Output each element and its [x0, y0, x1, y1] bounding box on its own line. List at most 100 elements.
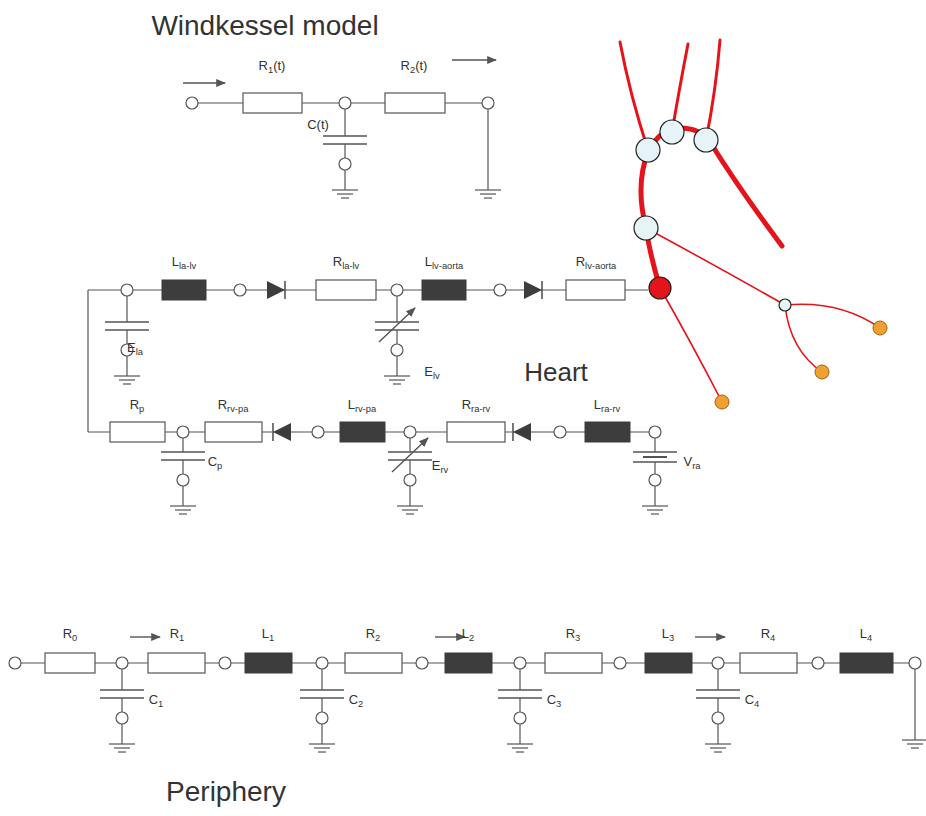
terminal: [391, 344, 403, 356]
component-label: C2: [349, 693, 364, 706]
terminal: [316, 657, 328, 669]
artery: [646, 228, 785, 305]
component-label: Rrv-pa: [218, 398, 249, 411]
inductor-symbol: [585, 422, 630, 442]
component-label: Llv-aorta: [425, 255, 463, 268]
junction-node: [634, 216, 658, 240]
component-label: Rra-rv: [462, 398, 491, 411]
component-label: Vra: [684, 455, 701, 468]
terminal: [649, 474, 661, 486]
resistor-symbol: [148, 653, 205, 673]
resistor-symbol: [447, 422, 505, 442]
ground-symbol: [118, 751, 126, 752]
component-label: Lla-lv: [172, 255, 196, 268]
resistor-symbol: [243, 93, 302, 113]
component-label: Erv: [432, 459, 448, 472]
terminal: [121, 284, 133, 296]
component-label: L2: [462, 627, 474, 640]
capacitor-symbol: [182, 438, 183, 452]
ground-symbol: [114, 747, 130, 748]
junction-node: [779, 299, 791, 311]
ground-symbol: [337, 193, 353, 194]
terminal: [219, 657, 231, 669]
diode-symbol: [273, 423, 291, 441]
ground-symbol: [651, 513, 659, 514]
ground-symbol: [109, 743, 135, 744]
ground-symbol: [484, 197, 492, 198]
ground-symbol: [507, 743, 533, 744]
ground-symbol: [384, 375, 410, 376]
resistor-symbol: [566, 280, 625, 300]
component-label: Lrv-pa: [348, 398, 377, 411]
resistor-symbol: [110, 422, 165, 442]
terminal: [482, 97, 494, 109]
flow-arrow: [130, 636, 160, 637]
capacitor-symbol: [409, 460, 410, 474]
capacitor-symbol: [100, 689, 144, 691]
ground-symbol: [516, 751, 524, 752]
component-label: Elv: [424, 365, 439, 378]
component-label: R2: [366, 627, 381, 640]
ground-symbol: [397, 505, 423, 506]
ground-symbol: [402, 509, 418, 510]
aortic-root: [649, 277, 671, 299]
resistor-symbol: [205, 422, 262, 442]
terminal: [339, 158, 351, 170]
ground-symbol: [406, 513, 414, 514]
terminal: [177, 474, 189, 486]
resistor-symbol: [545, 653, 602, 673]
diode-symbol: [512, 423, 514, 441]
ground-symbol: [389, 379, 405, 380]
inductor-symbol: [645, 653, 692, 673]
diode-symbol: [541, 281, 543, 299]
component-label: Rla-lv: [333, 255, 360, 268]
capacitor-symbol: [121, 669, 122, 690]
section-title: Periphery: [166, 778, 286, 806]
ground-symbol: [179, 513, 187, 514]
inductor-symbol: [162, 280, 206, 300]
artery: [672, 44, 688, 132]
ground-symbol: [175, 509, 191, 510]
artery: [706, 40, 720, 140]
junction-node: [694, 128, 718, 152]
junction-node: [636, 138, 660, 162]
capacitor-symbol: [396, 330, 397, 344]
capacitor-symbol: [388, 451, 432, 453]
battery-symbol: [654, 438, 655, 452]
ground-symbol: [123, 383, 131, 384]
component-label: R0: [63, 627, 78, 640]
capacitor-symbol: [498, 689, 542, 691]
ground-symbol: [341, 197, 349, 198]
capacitor-symbol: [182, 460, 183, 474]
capacitor-symbol: [321, 698, 322, 712]
wire: [321, 724, 322, 744]
wire: [121, 724, 122, 744]
diode-symbol: [267, 281, 285, 299]
capacitor-symbol: [344, 109, 345, 136]
wire: [717, 724, 718, 744]
terminal: [186, 97, 198, 109]
wire: [126, 356, 127, 376]
terminal: [812, 657, 824, 669]
component-label: C1: [149, 693, 164, 706]
ground-symbol: [170, 505, 196, 506]
capacitor-symbol: [126, 296, 127, 322]
ground-symbol: [647, 509, 663, 510]
component-label: C3: [547, 693, 562, 706]
variable-arrow: [392, 438, 428, 472]
terminal-vessel: [815, 365, 829, 379]
component-label: Rp: [130, 398, 145, 411]
terminal: [234, 284, 246, 296]
battery-symbol: [654, 462, 655, 474]
wire: [487, 109, 488, 190]
artery: [785, 304, 880, 328]
artery: [785, 305, 822, 372]
ground-symbol: [119, 379, 135, 380]
ground-symbol: [714, 751, 722, 752]
capacitor-symbol: [321, 669, 322, 690]
terminal: [649, 426, 661, 438]
terminal: [339, 97, 351, 109]
component-label: Rlv-aorta: [576, 255, 617, 268]
terminal: [116, 657, 128, 669]
artery: [620, 42, 648, 150]
